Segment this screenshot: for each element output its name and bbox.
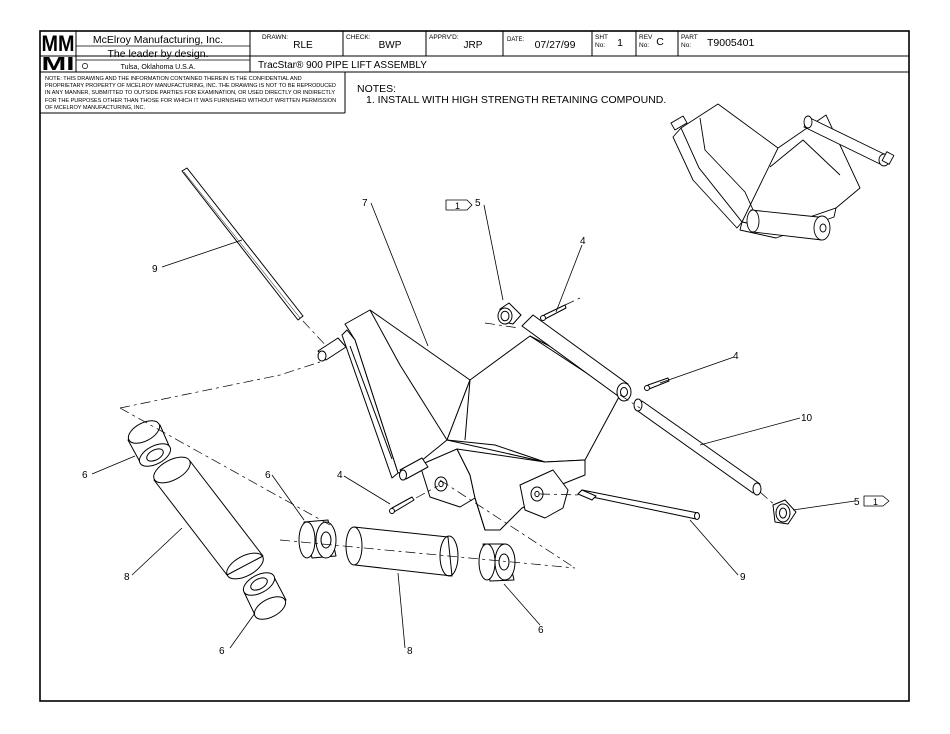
flag-tag-top <box>445 199 473 211</box>
apprvd-label: APPRV'D: <box>429 34 459 41</box>
assembly-isometric-view <box>670 103 895 241</box>
title-block <box>40 31 909 114</box>
roller-center-tube <box>345 526 459 577</box>
callout-8-left: 8 <box>124 572 130 583</box>
bushing-top <box>497 302 522 325</box>
callout-7: 7 <box>362 198 368 209</box>
cotter-pin-top <box>540 304 567 321</box>
callout-4-left: 4 <box>337 470 343 481</box>
callout-8-mid: 8 <box>407 646 413 657</box>
confidentiality-note: NOTE: THIS DRAWING AND THE INFORMATION C… <box>45 76 337 111</box>
registered-icon <box>82 63 88 69</box>
sht-label-2: No: <box>595 42 605 49</box>
callout-9-bottom: 9 <box>740 572 746 583</box>
drawing-title: TracStar® 900 PIPE LIFT ASSEMBLY <box>258 60 427 71</box>
roller-left-bushing-top <box>127 420 172 467</box>
callout-10: 10 <box>801 413 813 424</box>
callout-flag-right: 1 <box>873 497 878 507</box>
mmi-logo: MM MI <box>42 31 75 74</box>
pin-rod-lower-right <box>577 489 700 520</box>
drawn-label: DRAWN: <box>262 34 288 41</box>
centerline-rod-upper <box>302 320 331 351</box>
notes-heading: NOTES: <box>357 83 396 95</box>
centerlines <box>119 297 777 569</box>
flag-tag-right <box>863 495 890 507</box>
callout-6-upper-left: 6 <box>82 470 88 481</box>
roller-center-bushing-left <box>298 519 337 559</box>
drawn-value: RLE <box>293 40 313 51</box>
logo-top-text: MM <box>42 31 75 56</box>
sht-value: 1 <box>617 37 623 49</box>
roller-left-bushing-bottom <box>242 572 287 620</box>
item-callouts: 9 7 1 5 4 4 10 5 1 9 4 6 6 8 6 8 6 <box>82 198 878 657</box>
note-item-1: 1. INSTALL WITH HIGH STRENGTH RETAINING … <box>366 94 666 106</box>
lift-frame <box>317 309 621 531</box>
rev-label-1: REV <box>639 34 653 41</box>
callout-5-top: 5 <box>475 198 481 209</box>
callout-6-mid: 6 <box>265 470 271 481</box>
bushing-right <box>772 499 797 525</box>
cotter-pin-left <box>389 496 415 514</box>
apprvd-value: JRP <box>464 40 483 51</box>
rev-value: C <box>656 36 664 48</box>
check-value: BWP <box>379 40 402 51</box>
part-value: T9005401 <box>707 37 754 49</box>
company-name: McElroy Manufacturing, Inc. <box>93 34 223 46</box>
company-slogan: The leader by design. <box>108 48 209 60</box>
part-label-2: No: <box>681 42 691 49</box>
callout-6-right: 6 <box>538 625 544 636</box>
frame-cross-tube <box>521 314 632 402</box>
company-city: Tulsa, Oklahoma U.S.A. <box>121 64 196 71</box>
part-label-1: PART <box>681 34 698 41</box>
callout-9-top: 9 <box>152 264 158 275</box>
leader-lines <box>91 202 856 649</box>
roller-center-bushing-right <box>478 543 516 582</box>
callout-5-right: 5 <box>854 497 860 508</box>
sheet-border <box>39 30 910 702</box>
rev-label-2: No: <box>639 42 649 49</box>
callout-4-top: 4 <box>580 236 586 247</box>
roller-left-tube <box>153 456 264 580</box>
date-label: DATE: <box>507 37 525 43</box>
check-label: CHECK: <box>346 34 371 41</box>
date-value: 07/27/99 <box>535 39 576 51</box>
callout-6-lower-left: 6 <box>219 646 225 657</box>
sht-label-1: SHT <box>595 34 608 41</box>
logo-bottom-text: MI <box>42 54 75 74</box>
pin-rod-upper-left <box>181 167 304 321</box>
cotter-pin-right <box>644 377 670 391</box>
callout-4-right: 4 <box>733 351 739 362</box>
callout-flag-top: 1 <box>455 201 460 211</box>
exploded-view <box>91 167 890 649</box>
